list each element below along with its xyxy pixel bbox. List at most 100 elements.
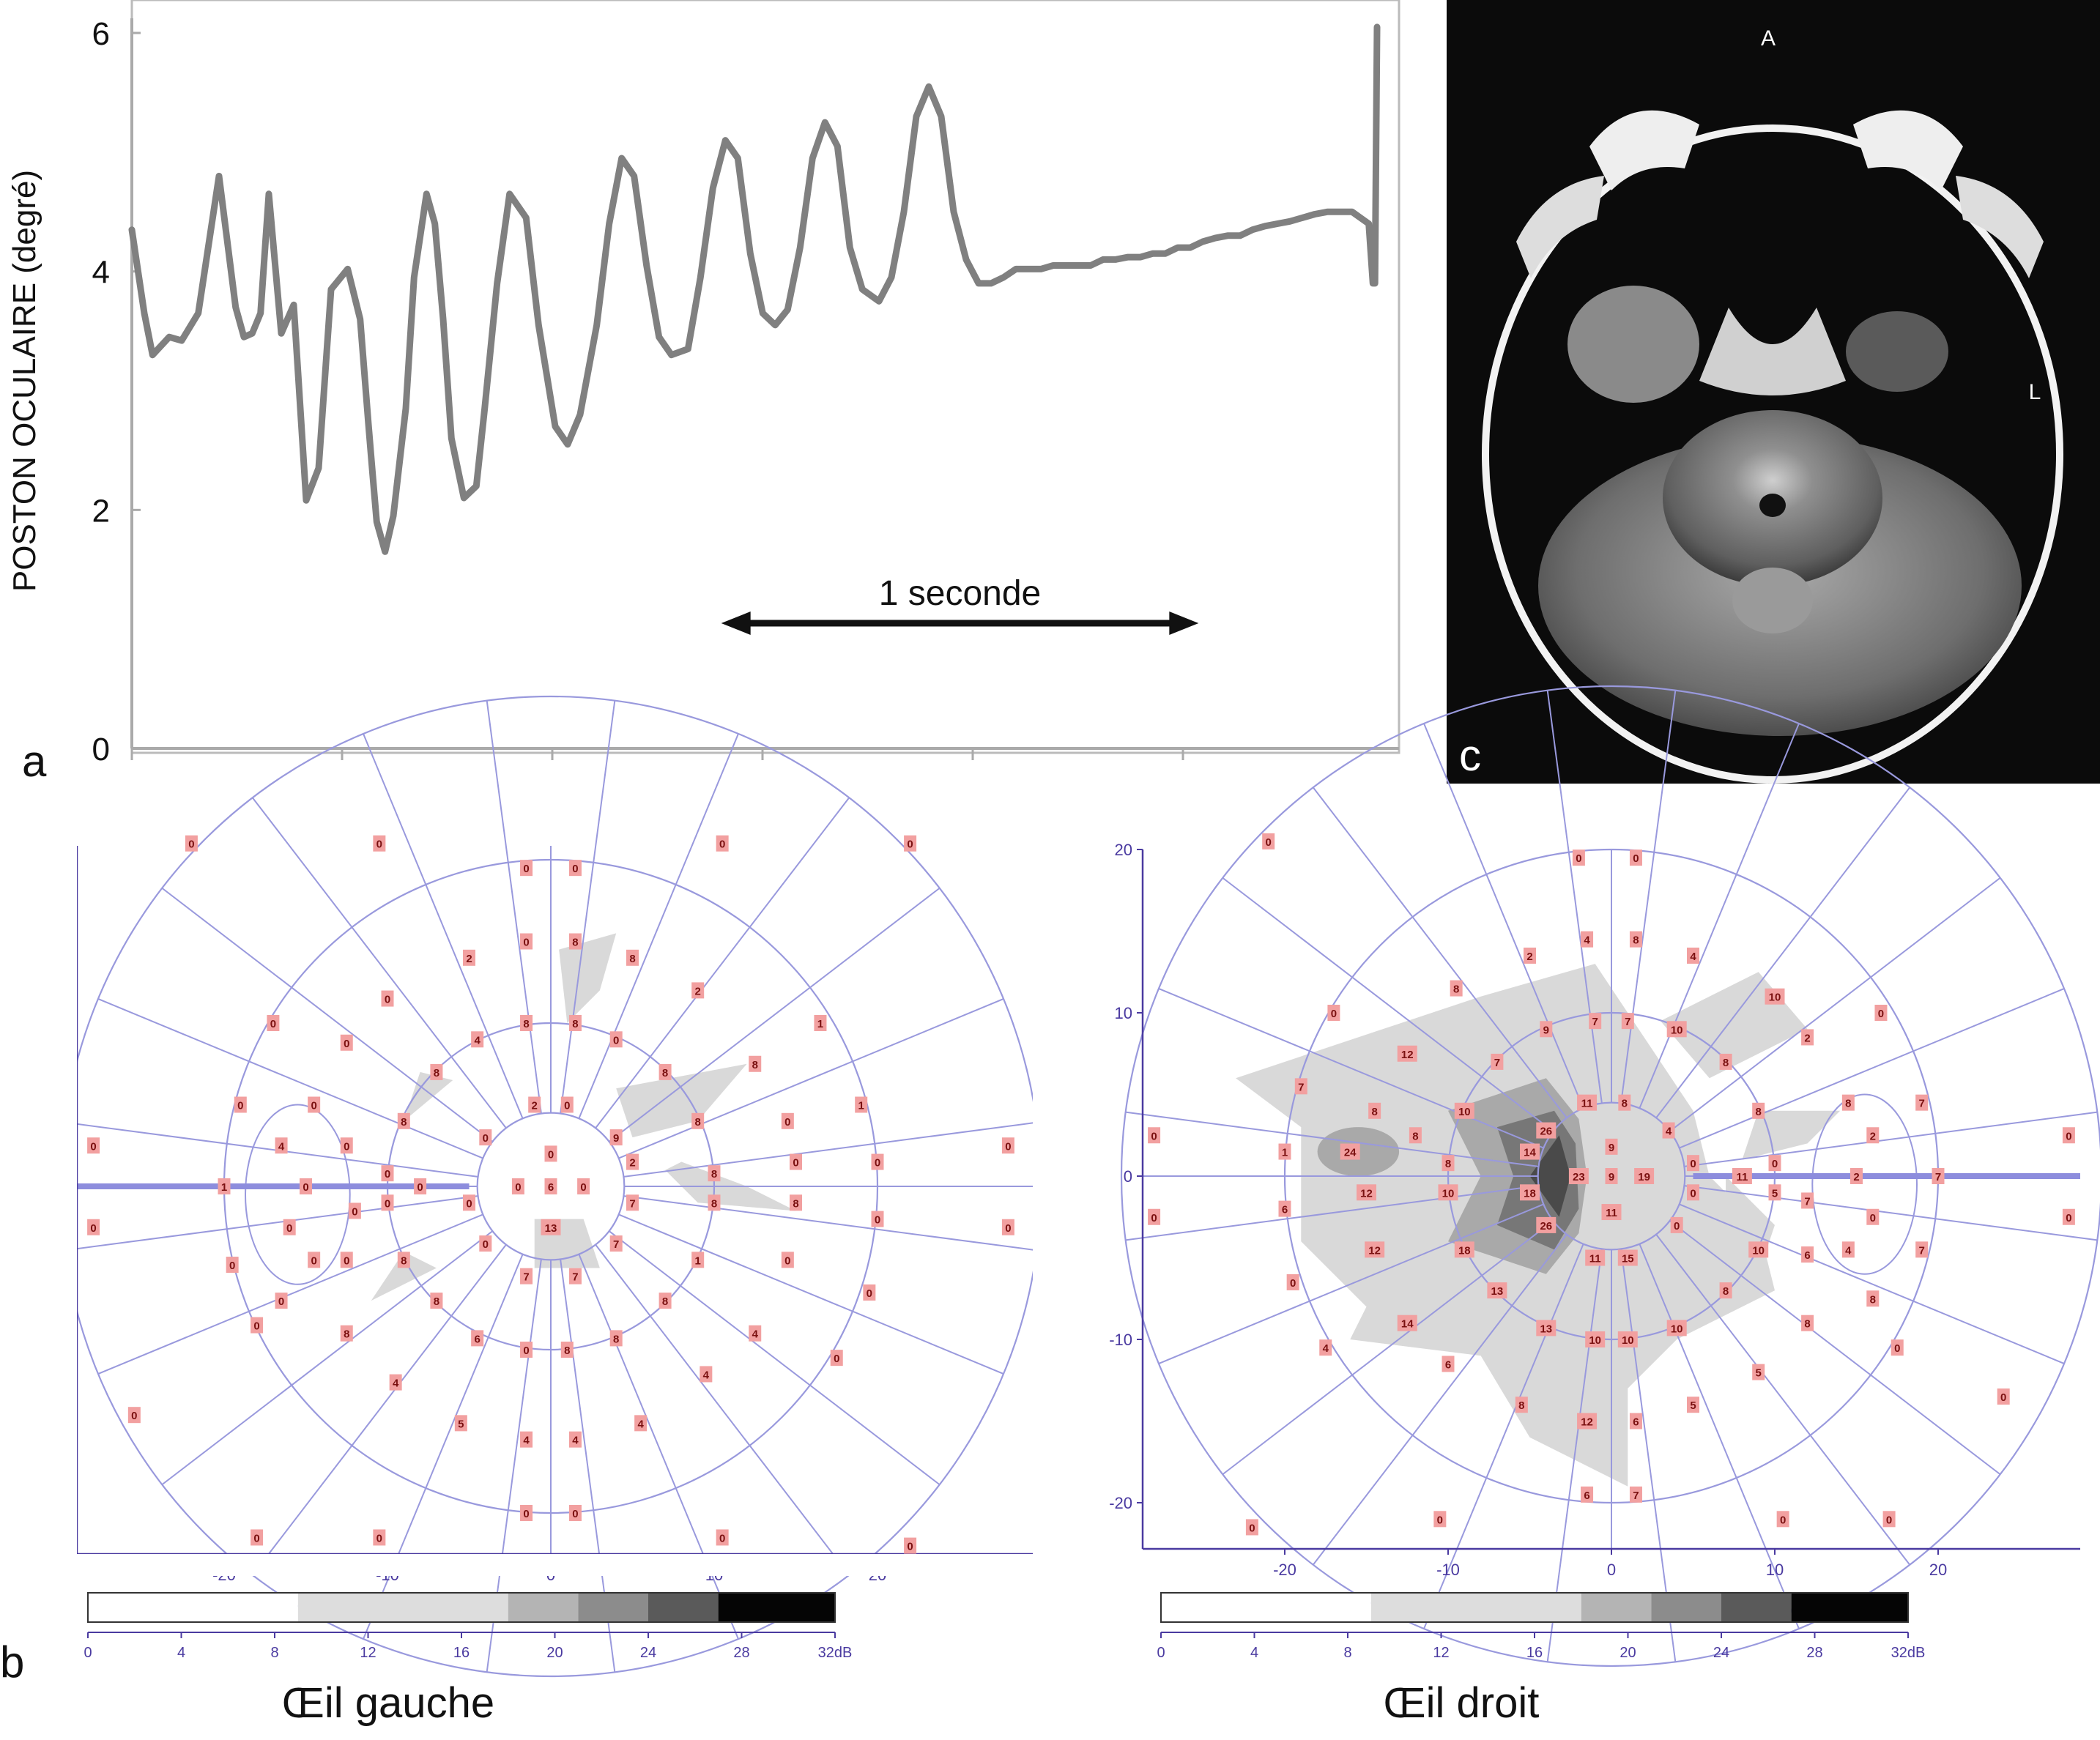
threshold-marker: 9 — [1605, 1138, 1618, 1155]
threshold-marker-box — [185, 835, 198, 852]
threshold-marker-value: 8 — [1453, 984, 1459, 996]
threshold-marker-box — [1454, 1102, 1474, 1119]
threshold-marker: 0 — [185, 835, 198, 852]
radial-line — [1222, 1220, 1554, 1476]
threshold-marker-value: 6 — [1804, 1249, 1810, 1262]
threshold-marker: 0 — [520, 933, 533, 950]
threshold-marker: 14 — [1520, 1143, 1540, 1160]
threshold-marker-value: 0 — [907, 1541, 913, 1553]
threshold-marker-value: 0 — [417, 1181, 423, 1194]
threshold-marker-box — [1589, 1013, 1602, 1030]
threshold-marker-value: 0 — [253, 1532, 259, 1544]
threshold-marker-box — [1670, 1216, 1683, 1233]
threshold-marker: 8 — [430, 1293, 443, 1309]
vf-x-tick-label: 10 — [1766, 1561, 1784, 1579]
threshold-marker: 0 — [716, 835, 729, 852]
threshold-marker-value: 8 — [1756, 1106, 1762, 1118]
threshold-marker: 0 — [871, 1153, 884, 1170]
threshold-marker-box — [1850, 1168, 1863, 1184]
threshold-marker: 7 — [1915, 1094, 1929, 1111]
colorbar-tick-label: 28 — [733, 1645, 749, 1661]
threshold-marker-value: 4 — [1323, 1342, 1329, 1355]
y-axis — [130, 18, 141, 750]
threshold-marker-box — [1719, 1053, 1732, 1070]
sensitivity-loss-shading — [371, 933, 796, 1301]
threshold-marker: 8 — [1442, 1155, 1455, 1172]
threshold-marker-value: 0 — [188, 839, 194, 851]
threshold-marker-value: 5 — [458, 1418, 464, 1430]
threshold-marker: 10 — [1585, 1331, 1606, 1347]
threshold-marker-box — [1801, 1029, 1814, 1046]
threshold-marker: 8 — [397, 1112, 410, 1129]
threshold-marker: 0 — [520, 1505, 533, 1521]
threshold-marker-value: 8 — [572, 1018, 578, 1030]
threshold-marker-value: 12 — [1581, 1416, 1593, 1429]
threshold-marker: 0 — [1670, 1216, 1683, 1233]
threshold-marker-box — [658, 1293, 672, 1309]
threshold-marker-value: 23 — [1573, 1171, 1585, 1183]
threshold-marker-value: 9 — [1543, 1024, 1549, 1036]
threshold-marker-box — [1997, 1388, 2010, 1405]
threshold-marker-box — [1801, 1315, 1814, 1331]
colorbar-tick-label: 32dB — [1891, 1645, 1926, 1661]
threshold-marker: 4 — [1687, 947, 1699, 964]
threshold-marker-box — [1520, 1184, 1540, 1201]
threshold-marker-box — [1666, 1021, 1687, 1038]
threshold-marker-box — [568, 1505, 582, 1521]
threshold-marker-value: 1 — [221, 1181, 227, 1194]
threshold-marker-value: 0 — [1886, 1514, 1892, 1526]
threshold-marker-box — [700, 1366, 713, 1383]
radial-line — [1639, 723, 1800, 1109]
threshold-marker-box — [626, 1153, 639, 1170]
threshold-marker-value: 12 — [1360, 1187, 1373, 1200]
threshold-marker-value: 0 — [572, 863, 578, 875]
threshold-marker-value: 8 — [401, 1116, 407, 1129]
y-tick-label: 0 — [92, 732, 110, 767]
threshold-marker: 8 — [658, 1293, 672, 1309]
threshold-marker: 13 — [541, 1219, 561, 1235]
threshold-marker: 0 — [308, 1096, 321, 1113]
plot-area-mask — [0, 1554, 1143, 1576]
threshold-marker: 8 — [1866, 1290, 1880, 1307]
threshold-marker-value: 0 — [483, 1132, 489, 1145]
threshold-marker-box — [2062, 1127, 2075, 1144]
threshold-marker: 6 — [1629, 1413, 1642, 1429]
threshold-marker-box — [520, 1268, 533, 1284]
threshold-marker-value: 0 — [344, 1038, 349, 1050]
threshold-marker-value: 0 — [311, 1254, 316, 1267]
threshold-marker-value: 0 — [344, 1140, 349, 1153]
outer-ring — [1121, 685, 2100, 1667]
threshold-marker-box — [658, 1063, 672, 1080]
threshold-marker-box — [609, 1031, 623, 1048]
radial-line — [486, 700, 542, 1114]
threshold-marker: 1 — [814, 1015, 827, 1031]
threshold-marker: 0 — [127, 1407, 141, 1424]
threshold-marker-value: 4 — [572, 1435, 579, 1447]
threshold-marker: 0 — [2062, 1208, 2075, 1225]
radial-line — [1684, 1185, 2098, 1241]
threshold-marker-box — [479, 1129, 492, 1146]
threshold-marker-value: 0 — [131, 1410, 137, 1422]
threshold-marker: 0 — [340, 1034, 353, 1051]
threshold-marker-box — [373, 835, 386, 852]
threshold-marker-value: 0 — [466, 1197, 472, 1210]
threshold-marker-value: 8 — [752, 1059, 758, 1071]
threshold-marker-value: 0 — [2066, 1212, 2071, 1224]
time-scale-bar: 1 seconde — [721, 574, 1199, 635]
plot-area-mask — [2080, 787, 2100, 1564]
threshold-marker-box — [1442, 1356, 1455, 1372]
threshold-marker: 0 — [373, 1529, 386, 1546]
threshold-marker-value: 8 — [572, 937, 578, 949]
threshold-marker: 4 — [1319, 1339, 1332, 1356]
colorbar-frame — [1160, 1592, 1909, 1623]
threshold-marker-value: 0 — [483, 1238, 489, 1251]
threshold-marker-value: 0 — [875, 1157, 880, 1170]
threshold-marker: 2 — [626, 1153, 639, 1170]
radial-line — [1423, 1243, 1584, 1629]
threshold-marker-box — [1245, 1519, 1258, 1536]
threshold-marker: 8 — [790, 1194, 802, 1211]
radial-line — [560, 700, 616, 1114]
mri-orbit-right — [1853, 110, 1963, 190]
